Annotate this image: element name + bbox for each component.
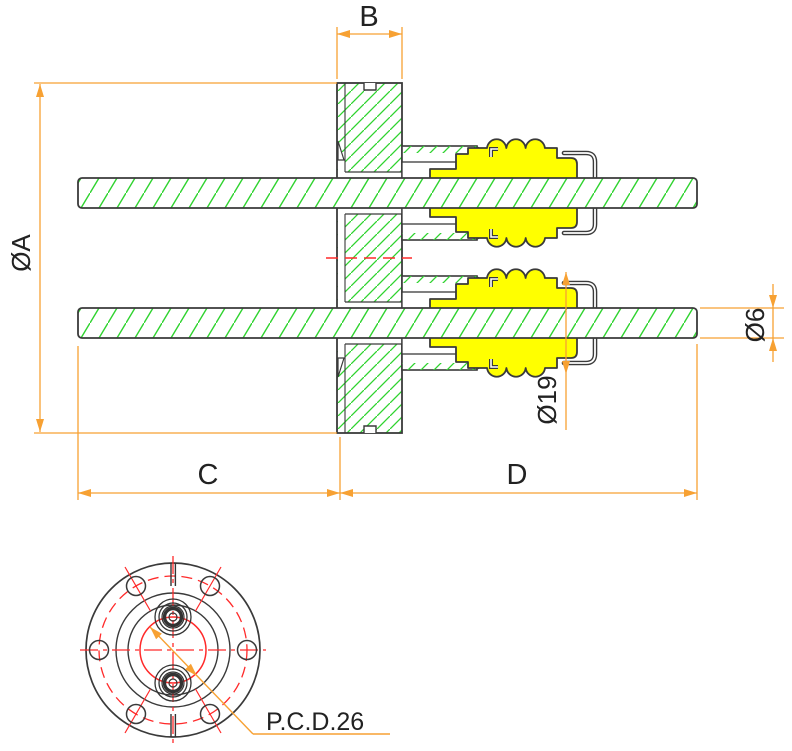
label-dia-19: Ø19 xyxy=(532,375,562,424)
dim-dia-19: Ø19 xyxy=(532,272,570,430)
label-dia-a: ØA xyxy=(6,234,36,272)
upper-conductor-rod xyxy=(77,177,698,209)
dim-c: C xyxy=(77,346,341,500)
dim-b: B xyxy=(336,1,403,79)
pin-circle xyxy=(139,616,207,684)
flange-slots xyxy=(170,563,177,737)
dimensions: ØA B C D Ø6 xyxy=(6,1,784,500)
bolt-circle xyxy=(98,575,248,725)
dim-d: D xyxy=(340,344,698,500)
section-view xyxy=(77,82,698,434)
dim-pcd: P.C.D.26 xyxy=(149,626,390,736)
bolt-hole-centerlines xyxy=(124,566,222,734)
label-b: B xyxy=(359,1,378,33)
lower-conductor-rod xyxy=(77,307,698,339)
dim-dia-a: ØA xyxy=(6,82,337,434)
label-c: C xyxy=(198,459,219,491)
pin-upper xyxy=(154,598,192,636)
label-d: D xyxy=(507,459,528,491)
pin-lower xyxy=(154,664,192,702)
label-pcd: P.C.D.26 xyxy=(266,708,364,736)
bolt-holes xyxy=(88,575,258,725)
dim-dia-6: Ø6 xyxy=(700,284,784,362)
front-view: P.C.D.26 xyxy=(80,556,390,744)
label-dia-6: Ø6 xyxy=(740,308,770,343)
